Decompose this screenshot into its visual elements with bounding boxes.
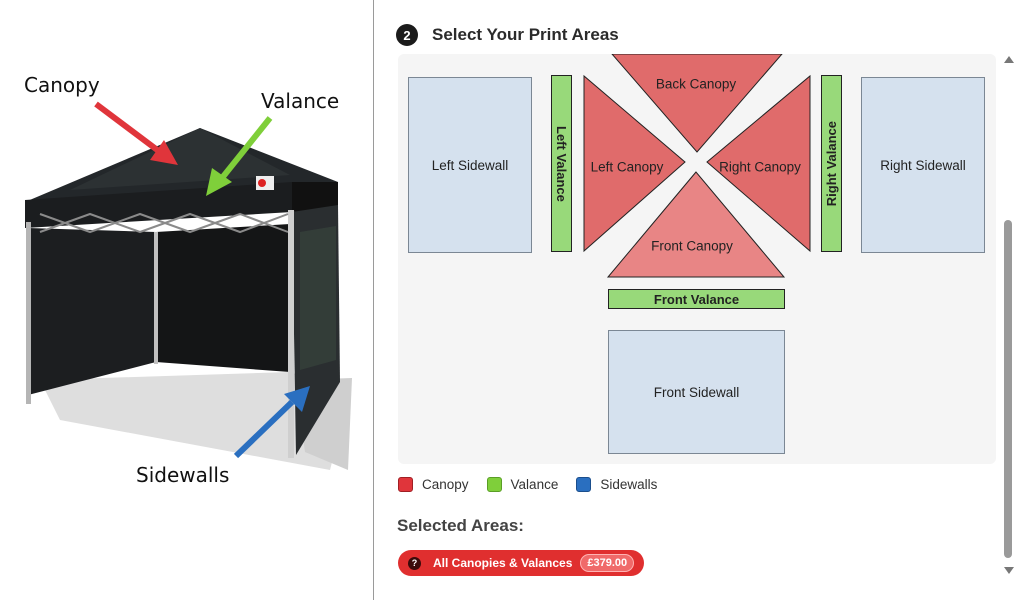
front-canopy-area[interactable] <box>606 171 786 278</box>
selected-area-chip[interactable]: ? All Canopies & Valances £379.00 <box>398 550 645 576</box>
tent-illustration: Canopy Valance Sidewalls <box>0 0 374 600</box>
front-valance-label: Front Valance <box>653 291 740 307</box>
canopy-swatch <box>398 477 413 492</box>
step-header: 2 Select Your Print Areas <box>396 22 619 48</box>
right-valance-area[interactable]: Right Valance <box>821 75 842 252</box>
legend-item-valance: Valance <box>486 477 559 492</box>
front-valance-area[interactable]: Front Valance <box>608 289 785 309</box>
right-valance-label: Right Valance <box>824 120 839 207</box>
step-title: Select Your Print Areas <box>432 25 619 44</box>
left-sidewall-area[interactable]: Left Sidewall <box>408 77 532 253</box>
panel-divider <box>373 0 374 600</box>
scrollbar[interactable] <box>1000 54 1016 576</box>
print-area-diagram: Back Canopy Left Canopy Right Canopy Fro… <box>398 54 996 464</box>
legend-item-canopy: Canopy <box>398 477 469 492</box>
left-valance-area[interactable]: Left Valance <box>551 75 572 252</box>
chip-label: All Canopies & Valances <box>433 556 573 570</box>
chip-price-badge: £379.00 <box>580 554 635 572</box>
left-valance-label: Left Valance <box>554 125 569 202</box>
canopy-callout: Canopy <box>24 73 100 97</box>
legend-label-sidewalls: Sidewalls <box>600 477 658 492</box>
back-canopy-area[interactable] <box>611 54 783 153</box>
sidewalls-callout: Sidewalls <box>136 463 230 487</box>
left-sidewall-label: Left Sidewall <box>431 157 509 173</box>
valance-callout: Valance <box>261 89 340 113</box>
front-sidewall-label: Front Sidewall <box>653 384 740 400</box>
left-canopy-area[interactable] <box>583 74 686 253</box>
print-area-selector: 2 Select Your Print Areas Back Canopy Le… <box>374 0 1024 600</box>
legend-label-canopy: Canopy <box>422 477 469 492</box>
legend-item-sidewalls: Sidewalls <box>576 477 657 492</box>
valance-swatch <box>486 477 502 492</box>
canopy-shapes <box>583 54 811 278</box>
selected-areas-title: Selected Areas: <box>397 516 524 535</box>
scroll-thumb[interactable] <box>1004 220 1012 558</box>
right-sidewall-area[interactable]: Right Sidewall <box>861 77 985 253</box>
front-sidewall-area[interactable]: Front Sidewall <box>608 330 785 454</box>
scroll-down-arrow-icon[interactable] <box>1004 567 1014 574</box>
scroll-up-arrow-icon[interactable] <box>1004 56 1014 63</box>
right-canopy-area[interactable] <box>706 74 811 253</box>
gazebo-image <box>25 101 352 470</box>
legend-label-valance: Valance <box>510 477 559 492</box>
sidewalls-swatch <box>576 477 592 492</box>
right-sidewall-label: Right Sidewall <box>880 157 966 173</box>
step-number-badge: 2 <box>396 24 418 46</box>
legend: Canopy Valance Sidewalls <box>398 477 675 492</box>
question-icon[interactable]: ? <box>408 556 421 570</box>
